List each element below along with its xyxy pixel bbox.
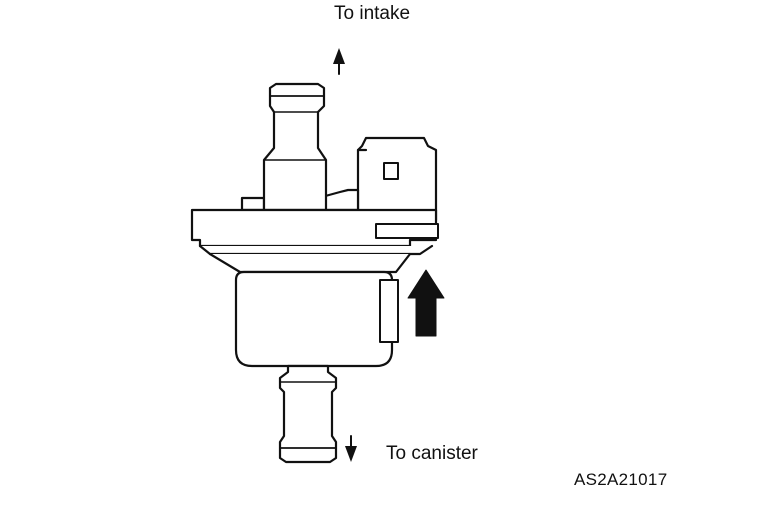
mounting-direction-arrow-icon xyxy=(407,269,445,337)
canister-port xyxy=(278,364,338,464)
electrical-connector xyxy=(356,136,438,224)
to-intake-label: To intake xyxy=(334,3,411,24)
intake-port xyxy=(262,82,328,212)
intake-arrow-icon xyxy=(333,48,345,75)
flange-tab-left xyxy=(240,196,266,212)
valve-flange xyxy=(190,208,439,274)
to-canister-label: To canister xyxy=(386,443,478,464)
valve-body xyxy=(234,270,399,368)
figure-code-label: AS2A21017 xyxy=(574,470,668,489)
canister-arrow-icon xyxy=(345,435,357,462)
